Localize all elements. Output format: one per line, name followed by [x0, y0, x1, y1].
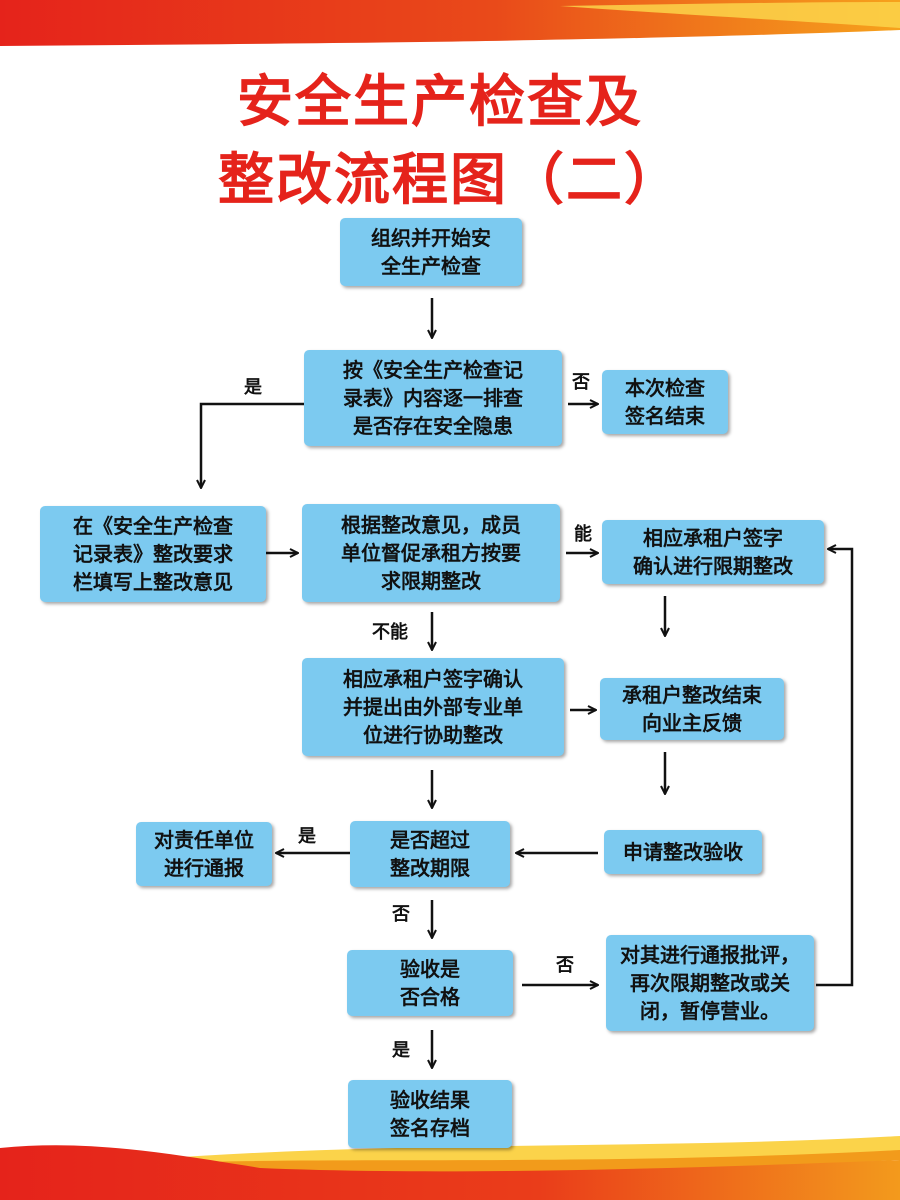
bottom-orange-stripe	[0, 1150, 900, 1188]
node-accept-check: 验收是 否合格	[347, 950, 513, 1016]
node-check-hazard: 按《安全生产检查记 录表》内容逐一排查 是否存在安全隐患	[304, 350, 562, 446]
arrow-criticize-loop-back	[816, 549, 854, 987]
label-overdue-yes: 是	[298, 826, 316, 847]
bottom-red-band	[0, 1145, 900, 1200]
node-tenant-feedback: 承租户整改结束 向业主反馈	[600, 678, 784, 740]
node-sign-end: 本次检查 签名结束	[602, 370, 728, 434]
label-can: 能	[574, 524, 592, 545]
label-accept-no: 否	[556, 955, 574, 976]
node-external-help: 相应承租户签字确认 并提出由外部专业单 位进行协助整改	[302, 658, 564, 756]
node-tenant-confirm: 相应承租户签字 确认进行限期整改	[602, 520, 824, 584]
node-supervise: 根据整改意见，成员 单位督促承租方按要 求限期整改	[302, 504, 560, 602]
node-fill-opinion: 在《安全生产检查 记录表》整改要求 栏填写上整改意见	[40, 506, 266, 602]
label-cannot: 不能	[372, 622, 408, 643]
node-apply-acceptance: 申请整改验收	[604, 830, 762, 874]
node-start: 组织并开始安 全生产检查	[340, 218, 522, 286]
arrow-check-to-fill-opinion	[201, 402, 304, 488]
node-overdue-check: 是否超过 整改期限	[350, 821, 510, 887]
label-hazard-yes: 是	[244, 377, 262, 398]
label-hazard-no: 否	[572, 372, 590, 393]
node-notify-unit: 对责任单位 进行通报	[136, 822, 272, 886]
label-overdue-no: 否	[392, 904, 410, 925]
title-line-2: 整改流程图（二）	[218, 148, 682, 213]
node-accept-end: 验收结果 签名存档	[348, 1080, 512, 1148]
label-accept-yes: 是	[392, 1040, 410, 1061]
node-criticize: 对其进行通报批评， 再次限期整改或关 闭，暂停营业。	[606, 935, 814, 1031]
title-line-1: 安全生产检查及	[237, 70, 643, 135]
top-yellow-stripe	[560, 2, 900, 28]
